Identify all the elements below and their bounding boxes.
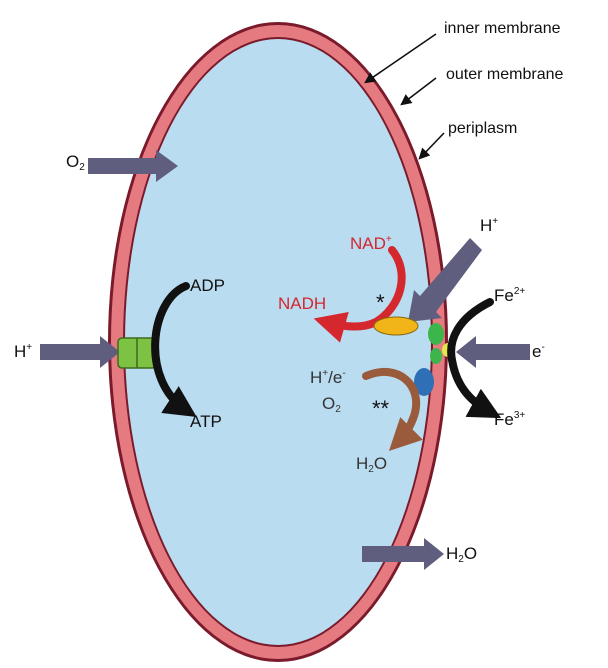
electron-label: e-: [532, 342, 545, 362]
adp-label: ADP: [190, 276, 225, 296]
o2-base: O: [66, 152, 79, 171]
periplasm-label: periplasm: [448, 120, 517, 138]
nad-base: NAD: [350, 234, 386, 253]
periplasm-pointer: [420, 133, 444, 158]
single-star-text: *: [376, 290, 385, 315]
h-left-sup: +: [26, 342, 32, 353]
fe3-sup: 3+: [514, 410, 525, 421]
o2-sub: 2: [79, 162, 85, 173]
h-plus-entry-arrow: [40, 336, 120, 368]
inner-membrane-text: inner membrane: [444, 20, 561, 37]
nad-sup: +: [386, 234, 392, 245]
h-plus-top-label: H+: [480, 216, 498, 236]
outer-membrane-label: outer membrane: [446, 66, 563, 84]
inner-membrane-label: inner membrane: [444, 20, 561, 38]
he-h: H: [310, 368, 322, 387]
h2o-out-h: H: [446, 544, 458, 563]
atp-label: ATP: [190, 412, 222, 432]
o2-mid-label: O2: [322, 394, 341, 414]
h-left-base: H: [14, 342, 26, 361]
h-plus-left-label: H+: [14, 342, 32, 362]
complex-green-2: [430, 348, 442, 364]
electron-entry-arrow: [456, 336, 530, 368]
o2-mid-base: O: [322, 394, 335, 413]
o2-entry-label: O2: [66, 152, 85, 172]
periplasm-text: periplasm: [448, 120, 517, 137]
nadh-text: NADH: [278, 294, 326, 313]
atp-text: ATP: [190, 412, 222, 431]
he-slash: /e: [328, 368, 342, 387]
h2o-out-o: O: [464, 544, 477, 563]
double-star-text: **: [372, 396, 389, 421]
o2-mid-sub: 2: [335, 404, 341, 415]
fe2-base: Fe: [494, 286, 514, 305]
h2o-mid-label: H2O: [356, 454, 387, 474]
h-top-sup: +: [492, 216, 498, 227]
electron-sup: -: [541, 342, 544, 353]
complex-green: [428, 323, 444, 345]
h2o-exit-label: H2O: [446, 544, 477, 564]
h2o-mid-o: O: [374, 454, 387, 473]
complex-yellow: [374, 317, 418, 335]
nadh-label: NADH: [278, 294, 326, 314]
h-top-base: H: [480, 216, 492, 235]
outer-membrane-text: outer membrane: [446, 66, 563, 83]
fe3-label: Fe3+: [494, 410, 525, 430]
double-star-label: **: [372, 396, 389, 422]
single-star-label: *: [376, 290, 385, 316]
adp-text: ADP: [190, 276, 225, 295]
fe2-sup: 2+: [514, 286, 525, 297]
h-plus-e-minus-label: H+/e-: [310, 368, 346, 388]
outer-membrane-pointer: [402, 78, 436, 104]
inner-membrane-pointer: [366, 34, 436, 82]
he-sup2: -: [342, 368, 345, 379]
fe2-label: Fe2+: [494, 286, 525, 306]
h2o-mid-h: H: [356, 454, 368, 473]
nad-plus-label: NAD+: [350, 234, 392, 254]
fe3-base: Fe: [494, 410, 514, 429]
